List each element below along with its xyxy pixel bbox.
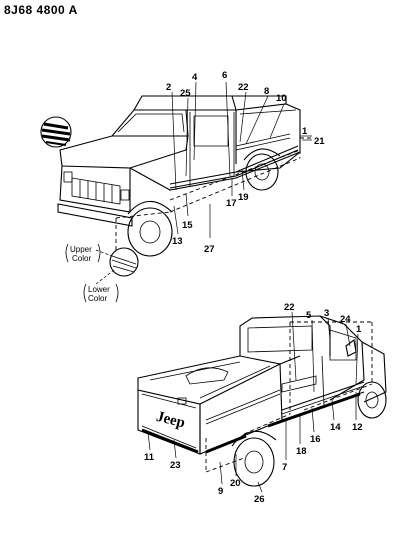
part-label-15: 15 [182, 220, 193, 231]
part-label-6: 6 [222, 70, 227, 81]
part-label-10: 10 [276, 93, 287, 104]
part-label-1-bottom: 1 [356, 324, 362, 335]
part-label-23: 23 [170, 460, 181, 471]
part-label-9: 9 [218, 486, 223, 497]
part-label-17: 17 [226, 198, 237, 209]
part-label-13: 13 [172, 236, 183, 247]
stripe-swatch [40, 116, 72, 148]
top-truck-labels: 2 25 4 6 22 8 10 1 21 19 17 27 15 13 [166, 70, 325, 255]
tailgate-handle [177, 397, 187, 405]
part-label-20: 20 [230, 478, 241, 489]
part-label-7: 7 [282, 462, 287, 473]
part-label-16: 16 [310, 434, 321, 445]
upper-color-note-line1: Upper [70, 245, 92, 254]
bottom-stripe-bands [141, 392, 361, 454]
part-label-11: 11 [144, 452, 155, 463]
bottom-truck-labels: 22 5 3 24 1 12 14 16 18 7 11 23 9 20 26 [144, 302, 363, 505]
part-label-27: 27 [204, 244, 215, 255]
part-label-12: 12 [352, 422, 363, 433]
part-label-22-bottom: 22 [284, 302, 295, 313]
part-label-18: 18 [296, 446, 307, 457]
bottom-leader-lines [147, 311, 359, 493]
bottom-truck-drawing [137, 315, 387, 487]
part-label-25: 25 [180, 88, 191, 99]
part-label-24: 24 [340, 314, 351, 325]
lower-color-note-line1: Lower [88, 285, 110, 294]
part-label-21: 21 [314, 136, 325, 147]
part-label-5: 5 [306, 310, 312, 321]
part-label-26: 26 [254, 494, 265, 505]
tailgate-badge: Jeep [154, 409, 186, 432]
part-label-8: 8 [264, 86, 269, 97]
top-truck-drawing [57, 95, 301, 257]
color-callout [95, 247, 139, 285]
part-label-3: 3 [324, 308, 329, 319]
top-dashed-callouts [115, 122, 312, 250]
top-leader-lines [171, 81, 312, 238]
diagram-code: 8J68 4800 A [4, 3, 78, 17]
part-label-1: 1 [302, 126, 308, 137]
lower-color-note-line2: Color [88, 294, 107, 303]
bottom-dashed-callouts [205, 321, 373, 473]
part-label-19: 19 [238, 192, 249, 203]
part-label-14: 14 [330, 422, 341, 433]
part-label-2: 2 [166, 82, 171, 93]
upper-color-note-line2: Color [72, 254, 91, 263]
part-label-22: 22 [238, 82, 249, 93]
part-label-4: 4 [192, 72, 198, 83]
